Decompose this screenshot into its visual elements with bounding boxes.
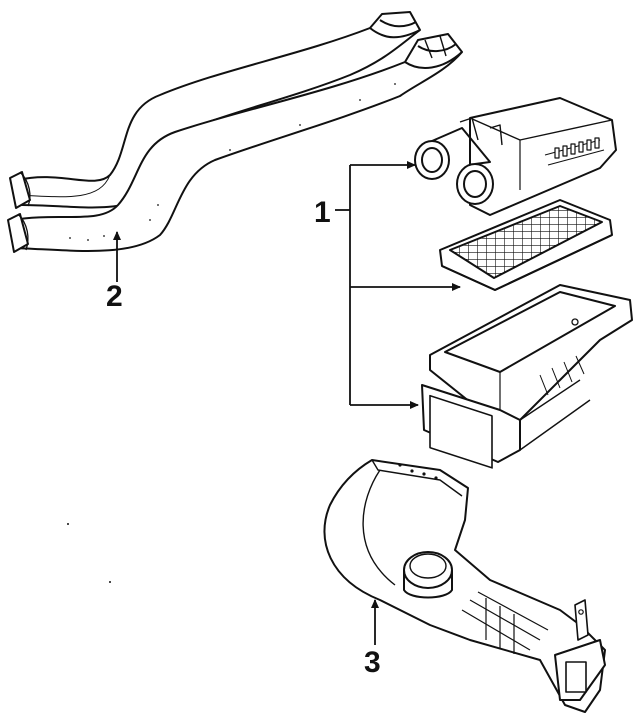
- diagram-specks: [67, 523, 111, 583]
- callout-1-label: 1: [314, 196, 331, 229]
- air-intake-duct: [323, 459, 606, 713]
- lower-hose: [11, 33, 463, 252]
- callout-1-leaders: [335, 161, 461, 409]
- air-cleaner-assembly: [414, 97, 633, 469]
- air-duct-hoses: [7, 11, 463, 253]
- air-cleaner-base: [421, 284, 633, 469]
- air-cleaner-lid: [414, 97, 617, 216]
- callout-3-label: 3: [364, 646, 381, 679]
- air-filter-element: [439, 199, 613, 291]
- callout-2-label: 2: [106, 280, 123, 313]
